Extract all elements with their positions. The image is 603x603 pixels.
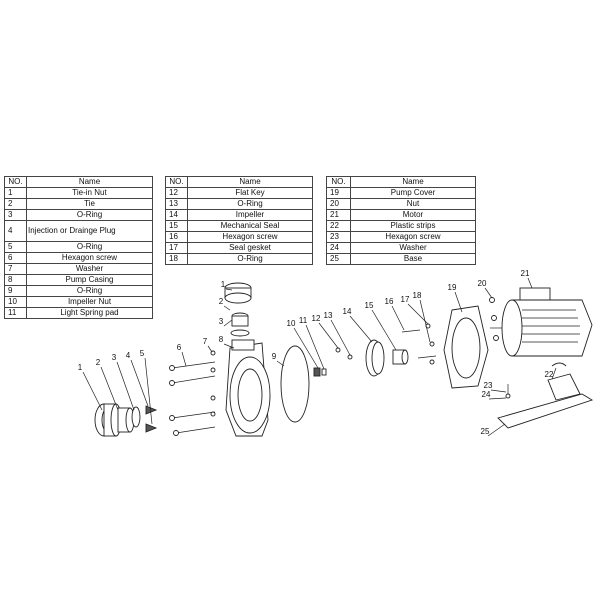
part-base-screw [505,384,511,399]
leader-line [419,299,431,343]
callout-label: 11 [299,316,308,325]
leader-line [130,359,149,407]
leader-line [293,327,319,369]
part-nuts [489,297,499,341]
leader-line [349,315,373,343]
callout-label: 22 [545,370,554,379]
part-mechanical-seal [392,349,409,365]
leader-line [527,277,533,289]
callout-label: 14 [343,307,352,316]
leader-line [223,305,231,311]
leader-line [484,287,493,299]
leader-line [371,309,397,351]
leader-line [488,397,507,400]
callout-label: 19 [448,283,457,292]
part-name: O-Ring [187,253,313,265]
part-name: Base [350,253,476,265]
callout-label: 1 [221,280,226,289]
part-tie-in-nut [94,403,122,437]
callout-label: 2 [219,297,224,306]
leader-line [487,423,506,437]
part-o-ring-3 [131,406,141,428]
callout-label: 10 [287,319,296,328]
leader-line [100,366,119,411]
callout-label: 24 [482,390,491,399]
callout-label: 8 [219,335,224,344]
leader-line [454,291,463,313]
leader-line [551,367,557,380]
part-pump-cover [443,305,489,389]
leader-line [82,371,103,411]
leader-line [223,343,235,349]
leader-line [144,357,153,425]
callout-label: 1 [78,363,83,372]
leader-line [276,360,285,367]
callout-label: 17 [401,295,410,304]
leader-lines [82,277,557,437]
callout-label: 21 [521,269,530,278]
callout-label: 16 [385,297,394,306]
leader-line [223,319,233,327]
callout-label: 3 [219,317,224,326]
callout-label: 2 [96,358,101,367]
part-name: Light Spring pad [26,307,153,319]
callout-label: 20 [478,279,487,288]
part-top-fitting [224,282,252,337]
callout-label: 3 [112,353,117,362]
callout-label: 5 [140,349,145,358]
callout-label: 18 [413,291,422,300]
callout-label: 9 [272,352,277,361]
callout-label: 13 [324,311,333,320]
leader-line [116,361,135,411]
part-plug-lower [145,423,158,433]
callout-label: 4 [126,351,131,360]
leader-line [330,319,351,356]
part-number: 18 [165,253,188,265]
part-washers [210,350,216,417]
part-base [497,373,594,429]
leader-line [490,389,507,393]
part-hexagon-screws-cover [401,323,437,365]
leader-line [181,351,187,367]
part-tie [117,407,135,433]
part-plastic-strips [551,362,567,367]
part-pump-casing [225,339,271,437]
callout-label: 23 [484,381,493,390]
callout-label: 15 [365,301,374,310]
leader-line [207,345,213,353]
part-o-ring-9 [280,345,310,423]
callout-label: 12 [312,314,321,323]
leader-line [318,322,339,349]
part-impeller-nut [313,347,353,377]
leader-line [391,305,405,331]
leader-line [225,288,233,291]
part-hexagon-screws [169,361,216,436]
callout-label: 7 [203,337,208,346]
leader-line [305,324,325,370]
part-motor [490,287,593,357]
callout-label: 6 [177,343,182,352]
part-impeller [365,339,385,377]
callout-label: 25 [481,427,490,436]
